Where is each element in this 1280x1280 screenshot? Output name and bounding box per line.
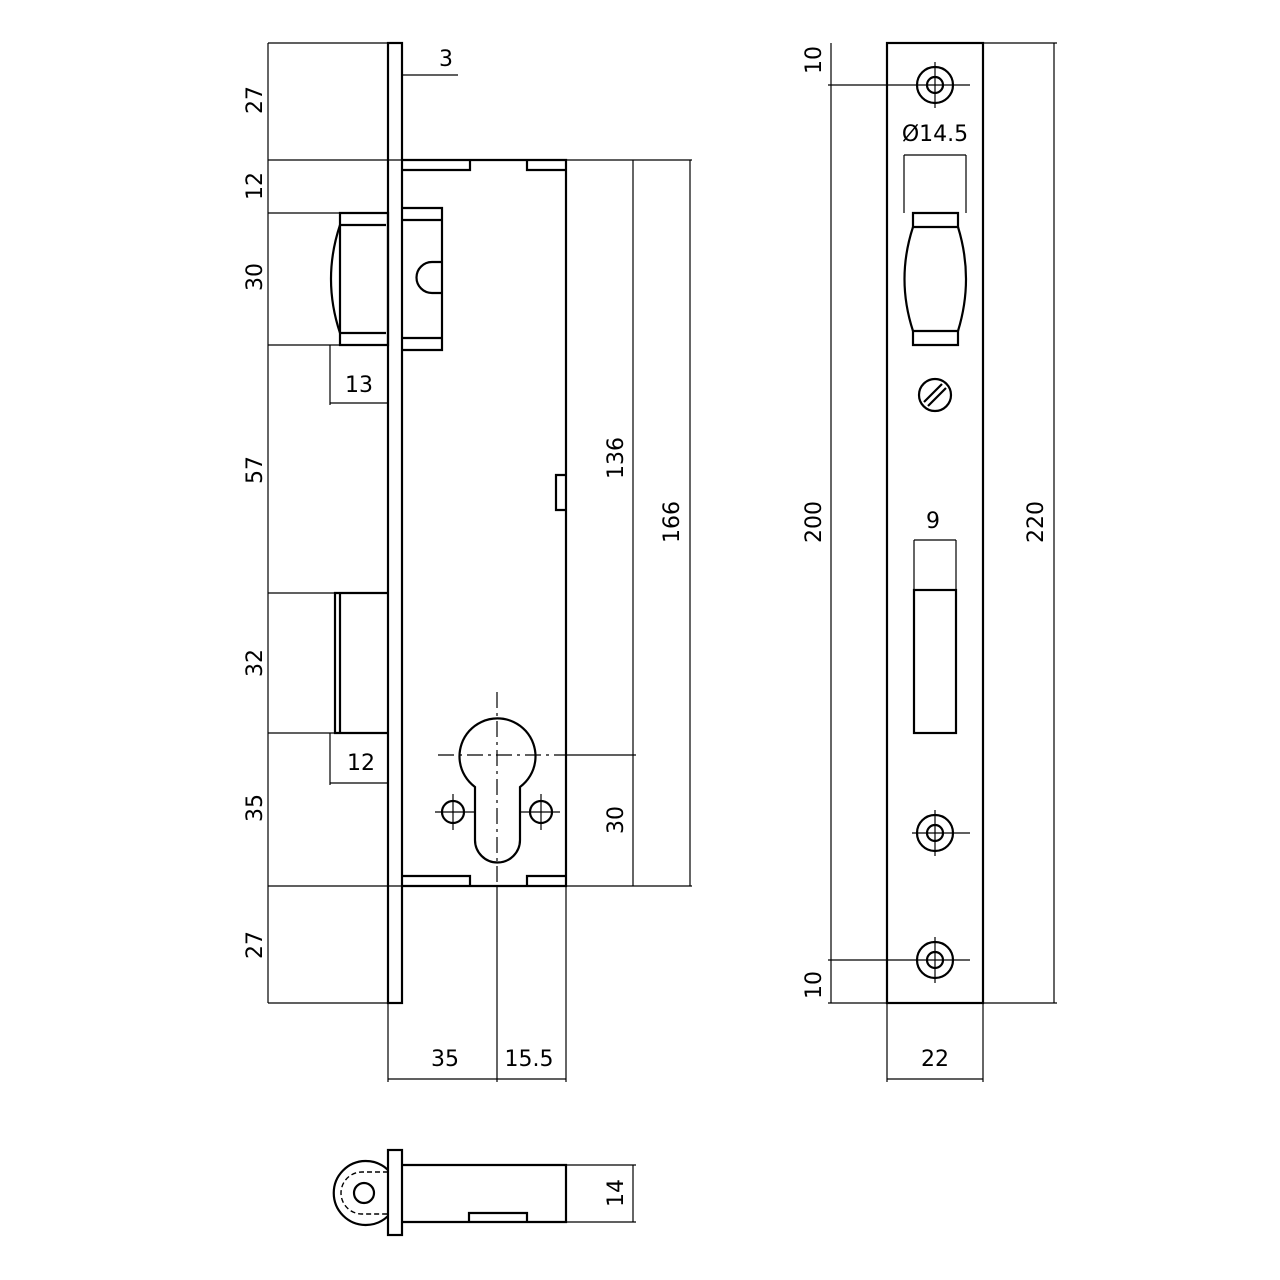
faceplate [386,41,404,1005]
screw-hole-bottom [912,937,970,983]
dim-label: 27 [243,931,268,959]
dim-label: 35 [243,794,268,822]
front-dimension-labels: 10 10 200 220 Ø14.5 9 22 [802,46,1049,1072]
front-view: 10 10 200 220 Ø14.5 9 22 [802,41,1057,1082]
screw-hole-middle [912,810,970,856]
screw-hole-top [912,62,970,108]
dim-label: 9 [926,509,940,534]
dim-label: 10 [802,971,827,999]
dim-label: Ø14.5 [902,122,968,147]
dim-label: 220 [1024,501,1049,543]
dim-label: 12 [347,751,375,776]
dim-label: 32 [243,649,268,677]
dim-label: 10 [802,46,827,74]
latch-bolt [329,206,444,352]
dim-label: 35 [431,1047,459,1072]
latch-roller [332,1159,389,1227]
side-dimension-lines [267,42,692,1082]
deadbolt [333,591,388,735]
bottom-case [402,1163,568,1224]
lock-case [402,158,568,888]
dim-label: 200 [802,501,827,543]
bottom-dimension-lines [566,1164,636,1223]
deadbolt-slot [912,588,958,735]
dim-label: 30 [243,263,268,291]
front-dimension-lines [828,42,1057,1082]
latch-front [903,211,968,347]
screw-icon [917,377,953,413]
dim-label: 57 [243,456,268,484]
dim-label: 166 [660,501,685,543]
dim-label: 13 [345,373,373,398]
bottom-faceplate [386,1148,404,1237]
dim-label: 27 [243,86,268,114]
dim-label: 14 [604,1179,629,1207]
dim-label: 136 [604,437,629,479]
dim-label: 15.5 [505,1047,554,1072]
side-view: 27 12 30 57 32 35 27 3 13 12 136 30 166 … [243,41,692,1082]
cylinder-cutout [435,692,570,886]
dim-label: 30 [604,806,629,834]
dim-label: 22 [921,1047,949,1072]
side-dimension-labels: 27 12 30 57 32 35 27 3 13 12 136 30 166 … [243,47,685,1072]
bottom-view: 14 [332,1148,636,1237]
dim-label: 3 [439,47,453,72]
dim-label: 12 [243,172,268,200]
